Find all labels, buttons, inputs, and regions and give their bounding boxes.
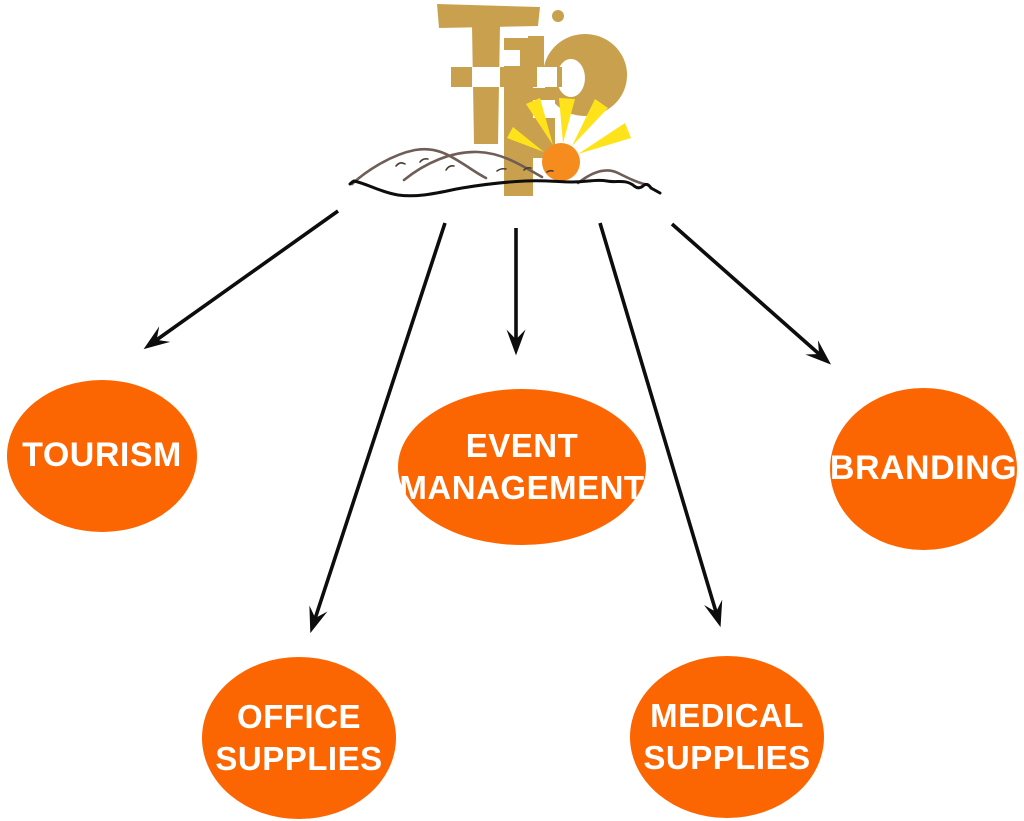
node-label-line: TOURISM xyxy=(22,436,182,475)
logo xyxy=(348,4,662,198)
letter-p-bowl xyxy=(543,34,628,116)
sun-rays-icon xyxy=(507,98,631,154)
arrow-to-office-supplies xyxy=(309,222,447,634)
node-event-management: EVENT MANAGEMENT xyxy=(398,389,646,545)
ground-line xyxy=(348,178,662,198)
arrow-to-tourism xyxy=(143,209,340,350)
node-label-line: BRANDING xyxy=(829,449,1018,488)
letter-p-dot xyxy=(552,10,564,22)
node-label-line: SUPPLIES xyxy=(643,739,811,776)
arrows xyxy=(143,209,832,634)
letter-t1-bar xyxy=(437,4,540,28)
node-label-line: MEDICAL xyxy=(650,696,804,734)
hills-texture-marks xyxy=(395,158,554,173)
node-label-line: SUPPLIES xyxy=(215,740,383,777)
node-office-supplies: OFFICE SUPPLIES xyxy=(202,657,396,819)
node-tourism: TOURISM xyxy=(7,380,197,532)
node-label-line: EVENT xyxy=(465,426,579,464)
node-branding: BRANDING xyxy=(830,388,1017,550)
node-medical-supplies: MEDICAL SUPPLIES xyxy=(630,656,824,818)
arrow-to-medical-supplies xyxy=(598,222,723,628)
arrow-to-branding xyxy=(670,222,832,365)
letter-p-top xyxy=(528,36,544,67)
node-label-line: MANAGEMENT xyxy=(399,469,645,506)
node-label-line: OFFICE xyxy=(237,697,361,735)
hills-outline xyxy=(350,147,650,187)
logo-letters-ttp xyxy=(437,4,628,196)
sun-icon xyxy=(542,143,580,181)
